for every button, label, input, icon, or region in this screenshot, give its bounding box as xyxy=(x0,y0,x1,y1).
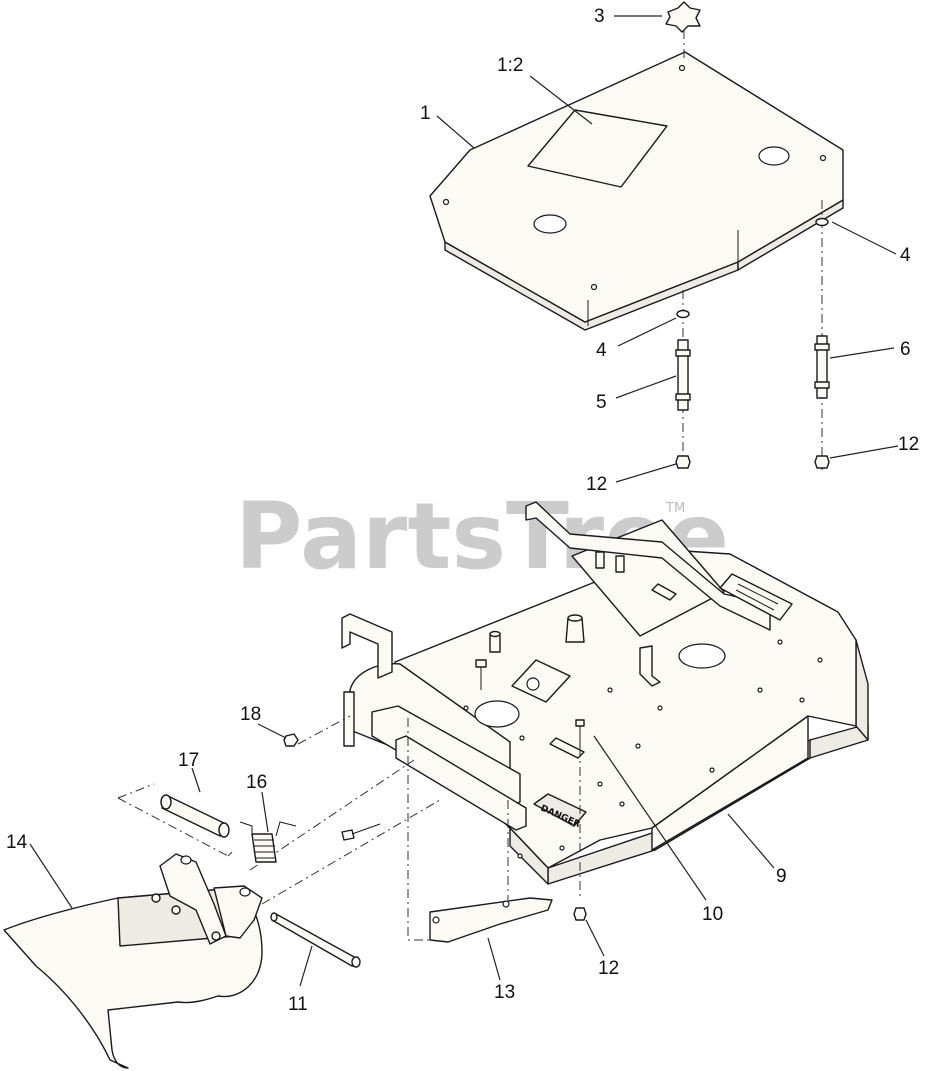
foot-pedal[interactable] xyxy=(3,853,263,1069)
spacer-stack-left[interactable] xyxy=(675,290,691,469)
callout-labels: 1:2 1 3 4 4 5 6 12 12 12 18 17 16 14 11 … xyxy=(6,6,919,1015)
callout-10: 10 xyxy=(702,904,723,925)
bolt-front[interactable] xyxy=(341,823,381,841)
callout-14: 14 xyxy=(6,832,28,853)
leader-lines xyxy=(29,15,899,987)
callout-4-left: 4 xyxy=(596,340,607,361)
spacer-tube[interactable] xyxy=(117,783,233,857)
callout-18: 18 xyxy=(240,704,261,725)
return-spring[interactable] xyxy=(239,821,297,863)
callout-5: 5 xyxy=(596,392,607,413)
callout-13: 13 xyxy=(494,982,515,1003)
bolt-deck-rear[interactable] xyxy=(475,659,487,690)
knob[interactable] xyxy=(665,1,701,62)
callout-6: 6 xyxy=(900,339,911,360)
top-cover-plate[interactable] xyxy=(429,51,844,331)
lower-bracket[interactable] xyxy=(407,718,553,943)
spacer-stack-right[interactable] xyxy=(814,200,830,470)
cover-opening-left xyxy=(533,214,567,234)
cover-opening-right xyxy=(758,146,790,166)
nut-12-lower[interactable] xyxy=(573,907,587,921)
bolt-10[interactable] xyxy=(575,719,585,900)
cover-decal xyxy=(527,109,668,188)
callout-3: 3 xyxy=(594,6,605,27)
callout-12-lower: 12 xyxy=(598,958,619,979)
callout-17: 17 xyxy=(178,750,199,771)
nut-18[interactable] xyxy=(283,715,351,747)
deck-opening-left xyxy=(474,700,520,728)
callout-4-right: 4 xyxy=(900,245,911,266)
callout-11: 11 xyxy=(288,994,308,1015)
pivot-rod[interactable] xyxy=(249,759,441,968)
callout-9: 9 xyxy=(776,866,787,887)
watermark-trademark: TM xyxy=(665,501,685,516)
callout-12-right: 12 xyxy=(898,434,919,455)
callout-1-2: 1:2 xyxy=(497,55,523,76)
callout-1: 1 xyxy=(420,103,431,124)
deck-opening-right xyxy=(678,643,726,669)
main-deck-frame[interactable]: DANGER xyxy=(341,501,869,885)
callout-16: 16 xyxy=(246,772,267,793)
callout-12-left: 12 xyxy=(586,474,607,495)
